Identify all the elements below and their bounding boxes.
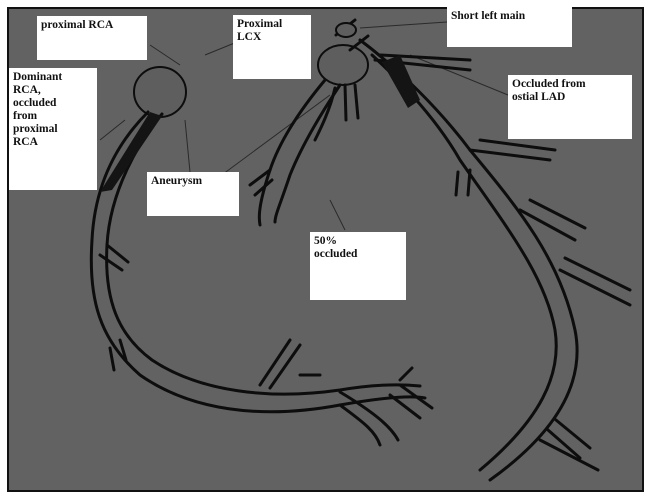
label-short-left-main: Short left main <box>447 7 572 47</box>
label-dominant-rca: Dominant RCA, occluded from proximal RCA <box>9 68 97 190</box>
label-aneurysm: Aneurysm <box>147 172 239 216</box>
label-proximal-lcx: Proximal LCX <box>233 15 311 79</box>
label-fifty-percent-occluded: 50% occluded <box>310 232 406 300</box>
label-occluded-lad: Occluded from ostial LAD <box>508 75 632 139</box>
label-proximal-rca: proximal RCA <box>37 16 147 60</box>
